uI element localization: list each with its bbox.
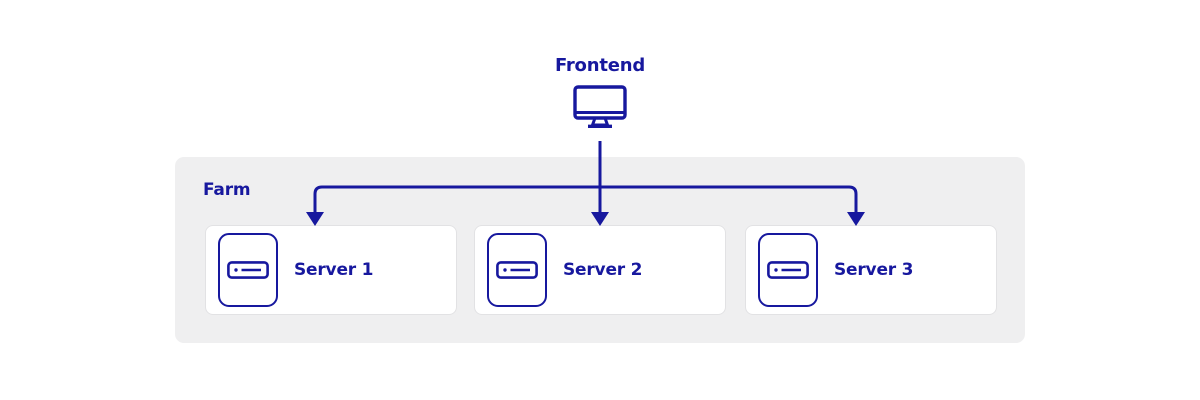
server-unit-icon: [758, 233, 818, 307]
server-unit-icon: [487, 233, 547, 307]
server-card[interactable]: Server 2: [474, 225, 726, 315]
server-card[interactable]: Server 3: [745, 225, 997, 315]
farm-label: Farm: [203, 180, 251, 200]
server-card[interactable]: Server 1: [205, 225, 457, 315]
server-card-label: Server 3: [834, 260, 914, 280]
server-card-label: Server 2: [563, 260, 643, 280]
farm-container: Farm Server 1 Server 2: [175, 157, 1025, 343]
server-unit-icon: [218, 233, 278, 307]
server-card-label: Server 1: [294, 260, 374, 280]
frontend-label: Frontend: [554, 55, 646, 76]
frontend-node[interactable]: Frontend: [500, 55, 700, 145]
desktop-monitor-icon: [572, 85, 628, 129]
